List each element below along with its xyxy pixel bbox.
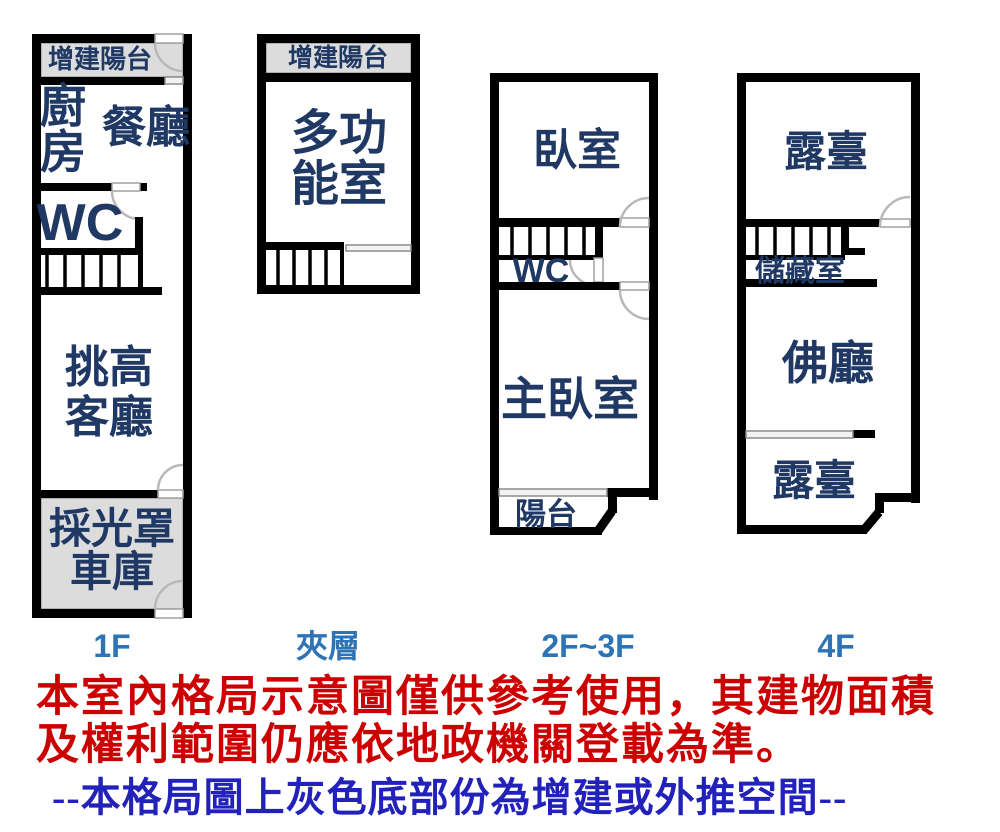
room-label-kitchen: 廚 [40,80,86,132]
door-leaf [619,217,650,228]
door-leaf [879,218,911,228]
wall [490,73,658,82]
wall [32,34,41,618]
railing-icon [345,244,412,252]
door-leaf [593,257,604,283]
room-label-kitchen: 房 [40,126,86,178]
floor-label-1f: 1F [93,628,130,664]
floor-label-2f-3f: 2F~3F [541,628,634,664]
room-label-terrace: 露臺 [772,457,856,504]
wall [257,34,266,294]
wall [32,490,158,498]
garage-zone [40,497,184,610]
door-arc-icon [153,579,184,610]
wall [257,285,420,294]
wall [490,73,499,535]
wall [257,73,420,82]
floor-label-4f: 4F [817,628,854,664]
room-label-buddha-hall: 佛廳 [781,337,874,389]
stairs-mezzanine [266,242,344,285]
floorplan-1f: 增建陽台 廚 房 餐廳 WC 挑高 客廳 採光罩 車庫 1F [32,33,192,664]
door-arc-icon [618,196,650,228]
floorplan-mezzanine: 增建陽台 多功 能室 夾層 [257,34,420,664]
room-label-living: 挑高 [65,343,153,392]
room-label-master-bedroom: 主臥室 [501,373,639,425]
door-arc-icon [568,259,596,287]
room-label-wc: WC [513,252,570,290]
room-label-wc: WC [37,194,124,252]
room-label-canopy: 採光罩 [49,505,175,552]
stairs-4f [746,227,865,260]
disclaimer-line-2: 及權利範圍仍應依地政機關登載為準。 [36,722,801,769]
door-arc-icon [878,195,911,228]
wall [853,430,875,438]
stairs-1f [45,248,143,287]
door-arc-icon [153,42,184,73]
door-leaf [619,281,650,291]
wall [737,525,867,534]
stairs-2f-3f [499,227,603,260]
room-label-addition-balcony: 增建陽台 [288,43,388,72]
wall [32,248,143,255]
wall [32,287,162,295]
wall [32,34,192,43]
window-icon [164,76,184,85]
floor-plans-canvas: 增建陽台 廚 房 餐廳 WC 挑高 客廳 採光罩 車庫 1F 增建陽台 多功 能… [32,33,920,664]
room-label-storage: 儲藏室 [755,254,845,288]
wall [183,34,192,618]
wall [257,34,420,43]
wall [649,73,658,500]
wall [608,496,617,513]
wall [32,609,192,618]
room-label-dining: 餐廳 [102,103,190,152]
legend-gray-zone-note: --本格局圖上灰色底部份為增建或外推空間-- [52,775,848,820]
wall [490,282,620,290]
wall [746,219,880,227]
door-leaf [111,182,141,192]
wall [594,508,616,534]
wall [499,218,620,227]
door-arc-icon [156,463,184,491]
room-label-balcony: 陽台 [515,497,577,532]
window-icon [498,488,608,497]
floorplan-2f-3f: 臥室 WC 主臥室 陽台 2F~3F [490,73,658,664]
room-label-multipurpose: 多功 [291,107,387,160]
wall [41,183,112,191]
wall [911,73,920,503]
wall [875,493,920,502]
floor-label-mezzanine: 夾層 [296,628,360,664]
wall [737,279,877,287]
room-label-multipurpose: 能室 [291,158,387,211]
room-label-terrace: 露臺 [784,128,868,175]
wall [41,77,165,85]
room-label-addition-balcony: 增建陽台 [48,44,152,74]
floorplan-4f: 露臺 儲藏室 佛廳 露臺 4F [737,73,920,664]
wall [607,488,658,497]
door-arc-icon [618,289,650,321]
door-leaf [154,608,184,619]
wall [875,493,884,513]
wall [135,217,143,253]
room-label-living: 客廳 [65,393,153,442]
door-leaf [157,489,184,499]
window-icon [745,430,854,439]
disclaimer-line-1: 本室內格局示意圖僅供參考使用，其建物面積 [36,674,936,721]
wall [737,73,920,82]
wall [411,34,420,294]
wall [140,183,147,191]
wall [490,527,602,535]
room-label-garage: 車庫 [70,548,154,595]
wall [737,73,746,533]
door-leaf [154,33,184,44]
room-label-bedroom: 臥室 [533,125,621,175]
